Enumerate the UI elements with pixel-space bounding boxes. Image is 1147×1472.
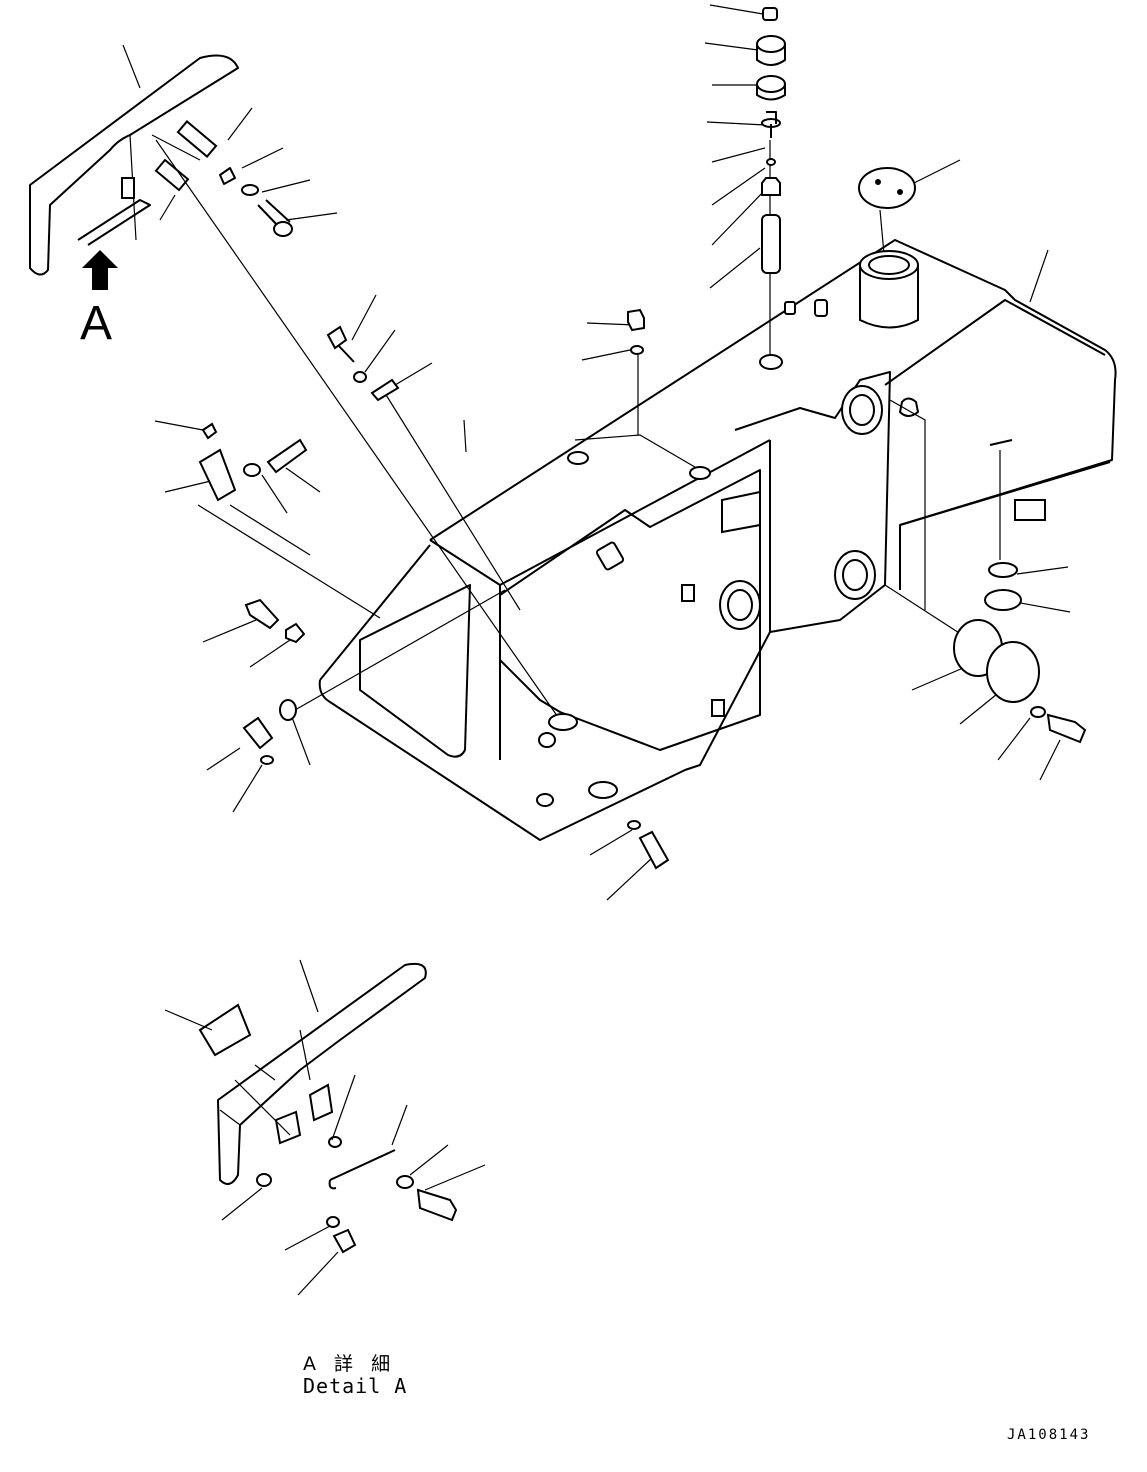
view-arrow	[82, 250, 118, 290]
armrest-detail-a	[164, 959, 486, 1296]
main-frame	[318, 167, 1117, 841]
detail-title-english: Detail A	[303, 1374, 408, 1398]
armrest-assembly-top	[29, 54, 293, 276]
view-letter-label: A	[80, 297, 113, 350]
mount-stack	[756, 7, 786, 370]
fasteners	[198, 308, 1087, 870]
detail-title-japanese: A 詳 細	[303, 1353, 397, 1375]
leader-lines	[122, 4, 1071, 901]
drawing-number: JA108143	[1007, 1427, 1091, 1443]
